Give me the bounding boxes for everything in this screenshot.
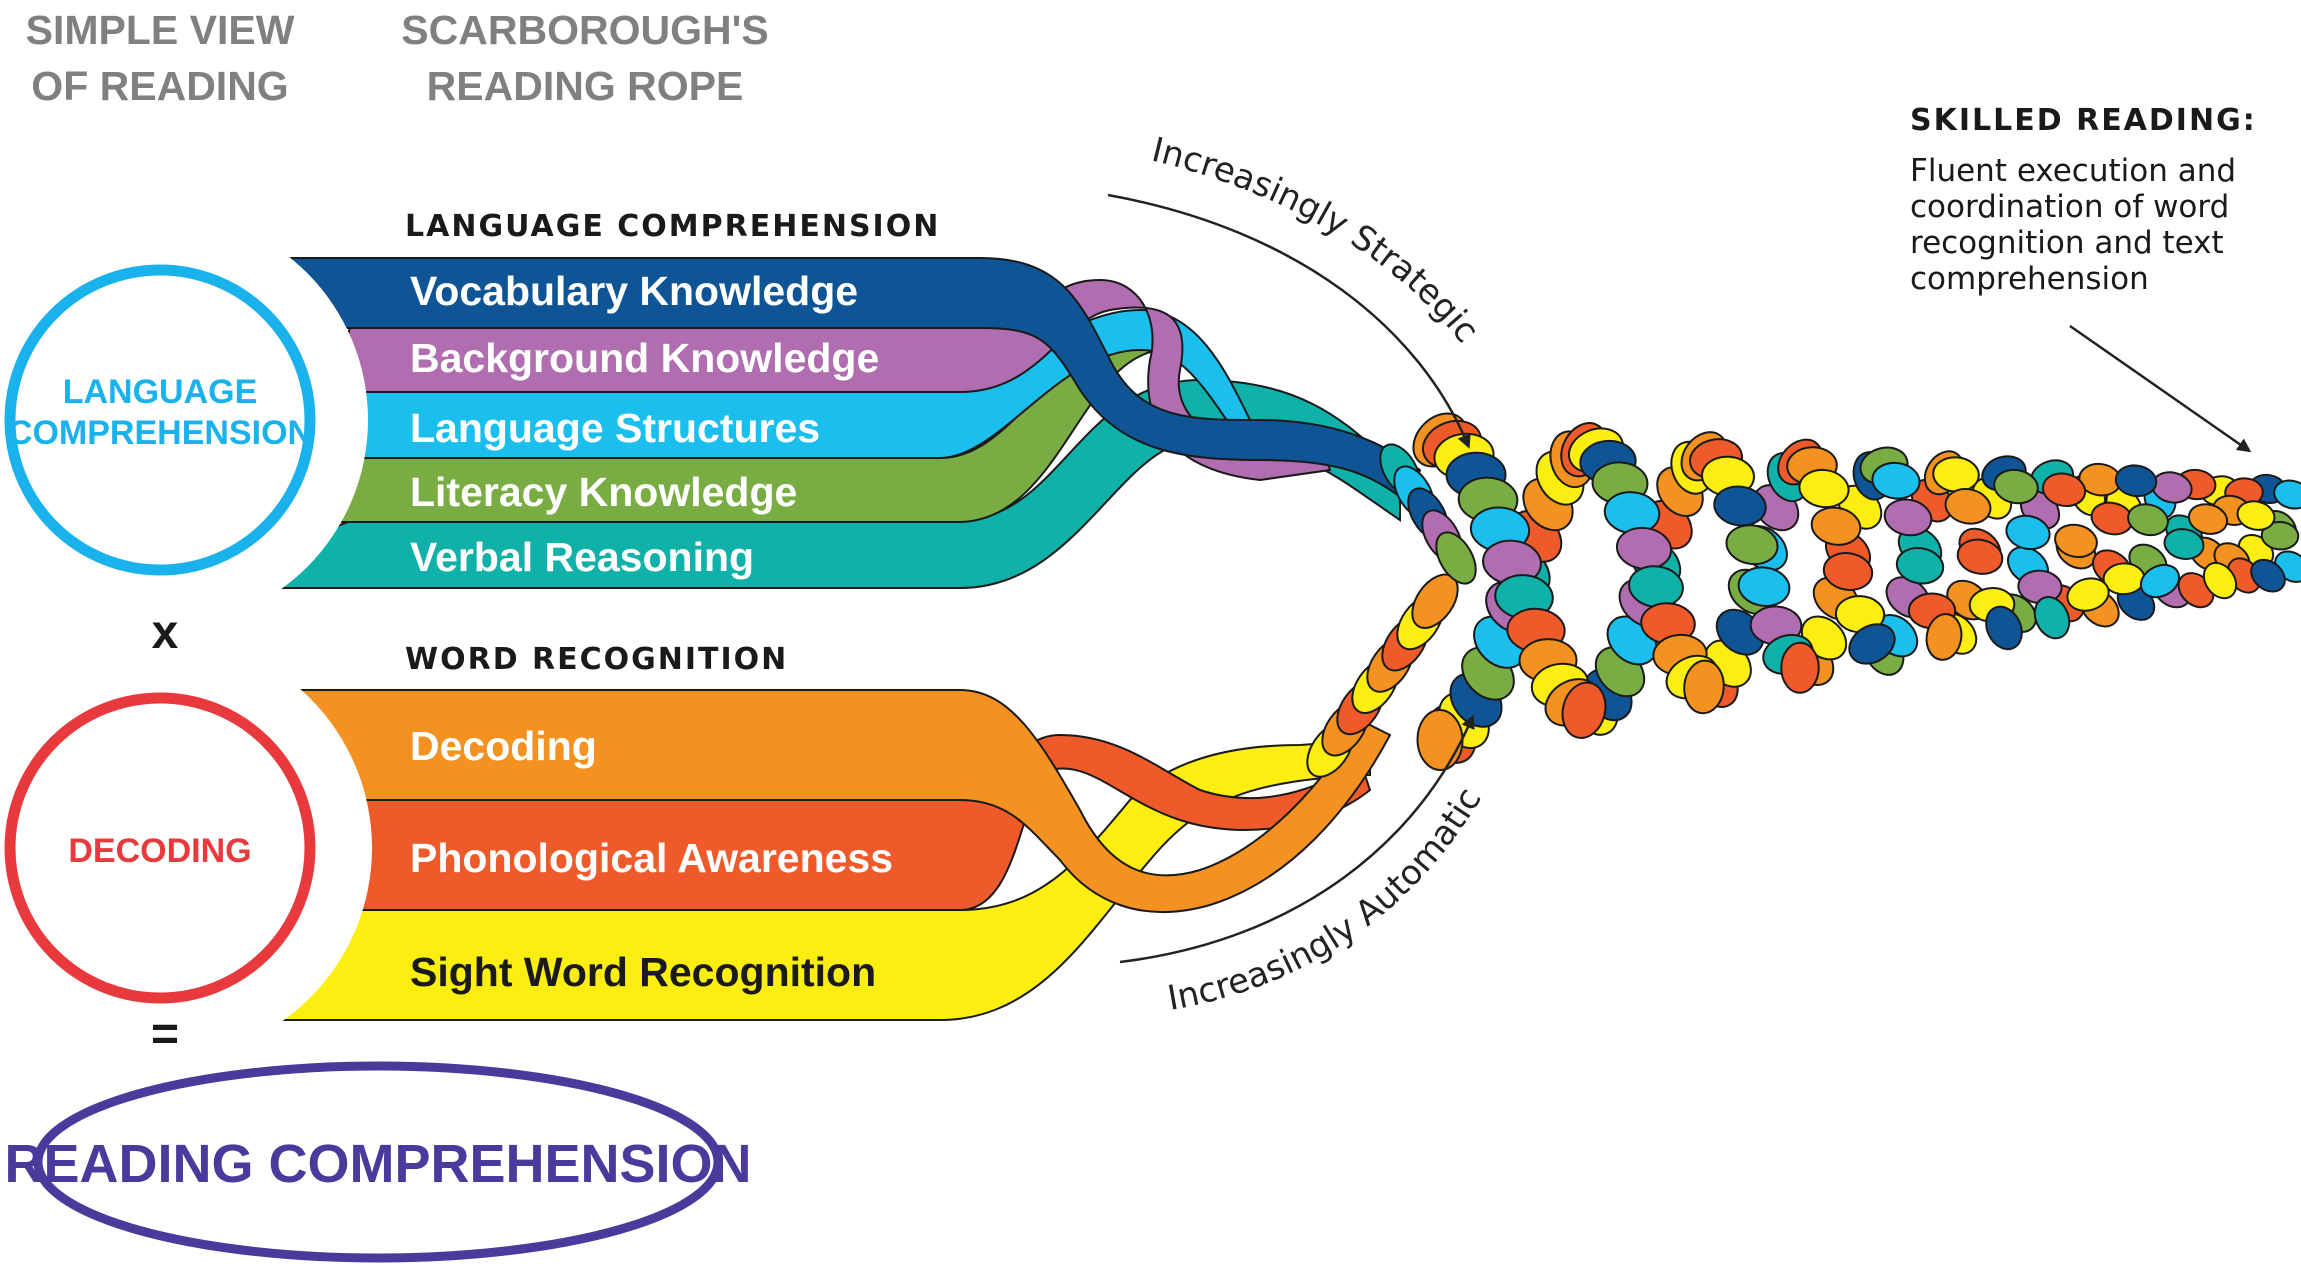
skilled-reading-line-4: comprehension [1910, 261, 2149, 297]
rope-segment [2260, 520, 2300, 551]
skilled-reading-line-3: recognition and text [1910, 225, 2224, 261]
rope-segment [2236, 500, 2276, 531]
strand-label-background: Background Knowledge [410, 335, 879, 381]
rope-segment [1925, 613, 1963, 661]
rope-segment [1725, 524, 1779, 566]
rope-segment [2033, 596, 2071, 640]
language-comprehension-strands [267, 257, 1422, 589]
rope-segment [1713, 485, 1767, 527]
rope-segment [1895, 547, 1945, 585]
rope-segment [1883, 498, 1933, 537]
rope-segment [1871, 461, 1921, 500]
rope-segment [2163, 528, 2205, 560]
braided-rope [1306, 412, 2301, 778]
lc-circle [4, 264, 316, 576]
rope-segment [2127, 503, 2169, 537]
strand-label-vocabulary: Vocabulary Knowledge [410, 268, 858, 314]
strand-label-decoding: Decoding [410, 723, 597, 769]
rope-segment [1737, 566, 1791, 607]
strategic-arrow [1107, 193, 1471, 449]
automatic-arrow [1119, 714, 1475, 964]
rope-segment [1683, 659, 1725, 715]
rope-join-segment [1435, 531, 1477, 585]
lc-strand-labels: Vocabulary Knowledge Background Knowledg… [410, 268, 879, 580]
rope-segment [1561, 681, 1607, 739]
skilled-reading-arrow [2069, 324, 2252, 453]
rope-header-line1: SCARBOROUGH'S [401, 7, 768, 53]
strategic-label-path: Increasingly Strategic [1148, 130, 1487, 350]
rope-segment [2041, 472, 2087, 508]
rope-segment [1848, 623, 1896, 665]
wr-section-title: WORD RECOGNITION [405, 642, 788, 677]
rope-segment [1810, 506, 1862, 546]
skilled-reading-line-1: Fluent execution and [1910, 153, 2236, 189]
lc-circle-line2: COMPREHENSION [8, 414, 312, 452]
rope-segment [2139, 563, 2181, 599]
skilled-reading-title: SKILLED READING: [1910, 103, 2257, 138]
strategic-label: Increasingly Strategic [1148, 130, 1487, 350]
reading-comprehension-label: READING COMPREHENSION [4, 1134, 751, 1194]
rope-segment [1798, 468, 1850, 509]
simple-view-header-line2: OF READING [31, 63, 288, 109]
rope-segment [1416, 709, 1464, 771]
strand-label-language-structures: Language Structures [410, 405, 820, 451]
wr-strand-labels: Decoding Phonological Awareness Sight Wo… [410, 723, 893, 995]
rope-segment [2066, 577, 2110, 612]
lc-circle-line1: LANGUAGE [63, 373, 258, 411]
decoding-circle [4, 692, 316, 1004]
rope-segment [2250, 558, 2286, 593]
decoding-band [290, 689, 1392, 913]
rope-segment [2114, 464, 2158, 498]
rope-segment [2187, 503, 2229, 535]
word-recognition-strands [256, 689, 1392, 1021]
vocabulary-knowledge-band [267, 257, 1422, 507]
times-operator: x [152, 606, 179, 659]
rope-segment [1780, 641, 1820, 694]
rope-segment [1985, 605, 2023, 651]
strand-label-sight-word: Sight Word Recognition [410, 949, 876, 995]
rope-segment [1822, 552, 1874, 591]
strand-label-phonological: Phonological Awareness [410, 835, 893, 881]
rope-segment [1993, 468, 2039, 505]
decoding-circle-label: DECODING [68, 832, 251, 870]
equals-operator: = [151, 1008, 179, 1061]
strand-label-literacy: Literacy Knowledge [410, 469, 797, 515]
rope-segment [2005, 514, 2051, 551]
lc-section-title: LANGUAGE COMPREHENSION [405, 209, 940, 244]
rope-segment [2054, 523, 2098, 559]
rope-segment [2202, 561, 2238, 600]
simple-view-header-line1: SIMPLE VIEW [26, 7, 295, 53]
rope-segment [1956, 538, 2004, 575]
rope-segment [1944, 488, 1992, 525]
reading-comprehension-oval [33, 1061, 723, 1263]
rope-header-line2: READING ROPE [427, 63, 744, 109]
skilled-reading-line-2: coordination of word [1910, 189, 2229, 225]
strand-label-verbal: Verbal Reasoning [410, 534, 754, 580]
